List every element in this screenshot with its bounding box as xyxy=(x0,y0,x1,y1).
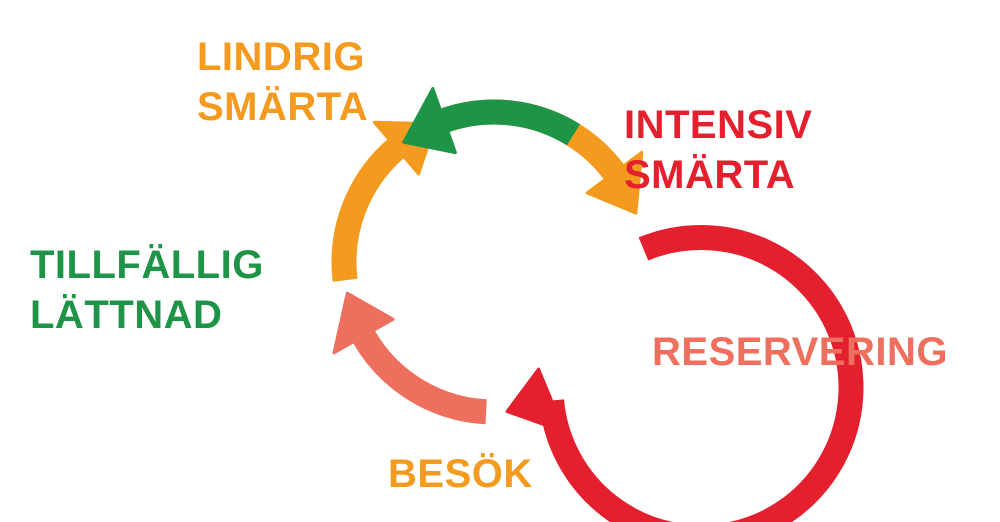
cycle-arrow-tillfallig xyxy=(402,86,581,155)
stage-label-line: RESERVERING xyxy=(652,330,948,374)
stage-label-intensiv-smarta: INTENSIV SMÄRTA xyxy=(624,100,812,200)
arrow-head xyxy=(505,367,567,434)
arrow-head xyxy=(402,86,457,155)
stage-label-line: LÄTTNAD xyxy=(30,293,223,337)
stage-label-line: INTENSIV xyxy=(624,103,813,147)
cycle-arrow-intensiv xyxy=(505,224,864,522)
arrow-head xyxy=(332,291,395,355)
arrow-body xyxy=(539,224,864,522)
stage-label-besok: BESÖK xyxy=(388,449,533,499)
stage-label-line: TILLFÄLLIG xyxy=(30,243,264,287)
arrow-body xyxy=(331,138,405,282)
arrow-body xyxy=(352,329,488,425)
stage-label-lindrig-smarta: LINDRIG SMÄRTA xyxy=(197,32,368,132)
cycle-arrow-reservering xyxy=(332,291,488,425)
stage-label-tillfallig-lattnad: TILLFÄLLIG LÄTTNAD xyxy=(30,240,264,340)
arrow-body xyxy=(439,99,581,146)
stage-label-line: LINDRIG xyxy=(197,35,365,79)
arrow-head xyxy=(585,150,644,215)
stage-label-line: SMÄRTA xyxy=(624,153,796,197)
stage-label-line: SMÄRTA xyxy=(197,85,369,129)
stage-label-reservering: RESERVERING xyxy=(652,327,948,377)
stage-label-line: BESÖK xyxy=(388,452,533,496)
